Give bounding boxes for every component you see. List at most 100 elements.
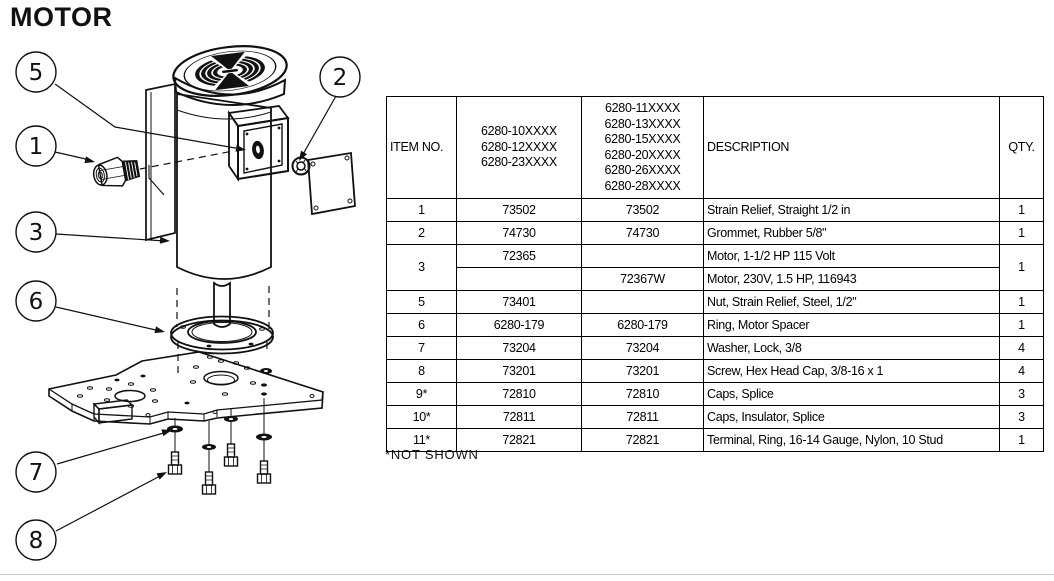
model-number: 6280-28XXXX xyxy=(604,178,681,193)
model-number: 6280-26XXXX xyxy=(604,163,681,177)
callout-7: 7 xyxy=(15,451,57,493)
model-number: 6280-20XXXX xyxy=(604,147,681,162)
leader-line-6 xyxy=(55,306,161,332)
leader-line-1 xyxy=(54,151,91,161)
table-row: 9* 72810 72810 Caps, Splice 3 xyxy=(386,382,1044,406)
qty-cell: 1 xyxy=(999,428,1044,452)
junction-box-cover-plate xyxy=(307,151,356,216)
part-number-a-cell xyxy=(456,267,582,291)
leader-line-3 xyxy=(55,233,166,242)
item-no-cell: 10* xyxy=(386,405,457,429)
table-row: 3 72365 Motor, 1-1/2 HP 115 Volt 1 xyxy=(386,244,1044,291)
hex-screws xyxy=(167,443,272,495)
table-row: 2 74730 74730 Grommet, Rubber 5/8" 1 xyxy=(386,221,1044,245)
parts-table: ITEM NO. 6280-10XXXX 6280-12XXXX 6280-23… xyxy=(386,96,1044,452)
description-cell: Grommet, Rubber 5/8" xyxy=(703,221,1000,245)
motor-body xyxy=(176,92,272,280)
model-number: 6280-23XXXX xyxy=(481,155,557,170)
exploded-view-diagram: 5 1 3 6 7 8 2 xyxy=(15,45,361,561)
part-number-a-cell: 73201 xyxy=(456,359,582,383)
description-cell: Washer, Lock, 3/8 xyxy=(703,336,1000,360)
hex-screw xyxy=(167,451,183,475)
lock-washer xyxy=(224,416,238,422)
part-number-b-cell: 72367W xyxy=(581,267,704,291)
model-number: 6280-12XXXX xyxy=(481,139,557,154)
mounting-plate xyxy=(48,351,324,425)
motor-bracket xyxy=(145,82,176,242)
motor-fan-cover xyxy=(172,45,288,106)
item-no-cell: 5 xyxy=(386,290,457,314)
alignment-lines xyxy=(174,398,265,472)
part-number-a-cell: 73502 xyxy=(456,198,582,222)
leader-arrowheads xyxy=(84,144,308,480)
header-description: DESCRIPTION xyxy=(703,96,1000,199)
table-row: 72367W Motor, 230V, 1.5 HP, 116943 xyxy=(387,267,1044,291)
description-cell: Caps, Insulator, Splice xyxy=(703,405,1000,429)
header-qty: QTY. xyxy=(999,96,1044,199)
callout-number: 7 xyxy=(29,460,44,486)
callout-number: 6 xyxy=(29,289,44,315)
plate-washer xyxy=(260,368,272,374)
strain-relief-fitting xyxy=(92,156,141,187)
description-cell: Motor, 1-1/2 HP 115 Volt xyxy=(703,244,1000,268)
description-cell: Strain Relief, Straight 1/2 in xyxy=(703,198,1000,222)
model-number: 6280-13XXXX xyxy=(604,116,681,131)
junction-box xyxy=(227,105,290,182)
callout-8: 8 xyxy=(15,519,57,561)
model-number: 6280-10XXXX xyxy=(481,124,557,139)
callout-5: 5 xyxy=(15,51,57,93)
callout-2: 2 xyxy=(319,56,361,98)
lock-washers xyxy=(167,416,272,450)
qty-cell: 1 xyxy=(999,290,1044,314)
part-number-b-cell: 73502 xyxy=(581,198,704,222)
item-no-cell: 7 xyxy=(386,336,457,360)
callout-number: 8 xyxy=(29,528,44,554)
model-number: 6280-15XXXX xyxy=(604,132,681,146)
part-number-a-cell: 72365 xyxy=(456,244,582,268)
description-cell: Nut, Strain Relief, Steel, 1/2" xyxy=(703,290,1000,314)
hex-screw xyxy=(201,471,217,495)
part-number-b-cell: 73201 xyxy=(581,359,704,383)
part-number-b-cell: 73204 xyxy=(581,336,704,360)
part-number-b-cell: 72821 xyxy=(581,428,704,452)
callout-3: 3 xyxy=(15,211,57,253)
fan-grille xyxy=(183,50,277,92)
table-row: 8 73201 73201 Screw, Hex Head Cap, 3/8-1… xyxy=(386,359,1044,383)
callout-1: 1 xyxy=(15,125,57,167)
leader-lines xyxy=(54,83,337,532)
model-number: 6280-11XXXX xyxy=(605,101,680,115)
callout-number: 5 xyxy=(29,60,44,86)
leader-line-2 xyxy=(301,95,337,157)
table-row: 10* 72811 72811 Caps, Insulator, Splice … xyxy=(386,405,1044,429)
table-row: 5 73401 Nut, Strain Relief, Steel, 1/2" … xyxy=(386,290,1044,314)
qty-cell: 4 xyxy=(999,359,1044,383)
part-number-a-cell: 72811 xyxy=(456,405,582,429)
table-header-row: ITEM NO. 6280-10XXXX 6280-12XXXX 6280-23… xyxy=(386,96,1044,199)
lock-washer xyxy=(256,433,272,441)
table-row: 6 6280-179 6280-179 Ring, Motor Spacer 1 xyxy=(386,313,1044,337)
qty-cell: 1 xyxy=(999,198,1044,222)
description-cell: Ring, Motor Spacer xyxy=(703,313,1000,337)
qty-cell: 1 xyxy=(999,244,1044,291)
description-cell: Motor, 230V, 1.5 HP, 116943 xyxy=(703,267,1000,291)
callout-number: 2 xyxy=(333,65,348,91)
callout-6: 6 xyxy=(15,280,57,322)
qty-cell: 4 xyxy=(999,336,1044,360)
callout-number: 1 xyxy=(29,134,44,160)
not-shown-footnote: *NOT SHOWN xyxy=(385,447,479,462)
plate-dark-holes xyxy=(114,374,267,405)
item-no-cell: 8 xyxy=(386,359,457,383)
description-cell: Screw, Hex Head Cap, 3/8-16 x 1 xyxy=(703,359,1000,383)
table-row: 11* 72821 72821 Terminal, Ring, 16-14 Ga… xyxy=(386,428,1044,452)
header-item-no: ITEM NO. xyxy=(386,96,457,199)
callout-number: 3 xyxy=(29,220,44,246)
leader-line-8 xyxy=(55,474,163,532)
header-model-group-b: 6280-11XXXX 6280-13XXXX 6280-15XXXX 6280… xyxy=(581,96,704,199)
table-row: 1 73502 73502 Strain Relief, Straight 1/… xyxy=(386,198,1044,222)
leader-line-5 xyxy=(54,83,242,150)
part-number-a-cell: 73204 xyxy=(456,336,582,360)
description-cell: Caps, Splice xyxy=(703,382,1000,406)
part-number-a-cell: 73401 xyxy=(456,290,582,314)
part-number-a-cell: 6280-179 xyxy=(456,313,582,337)
